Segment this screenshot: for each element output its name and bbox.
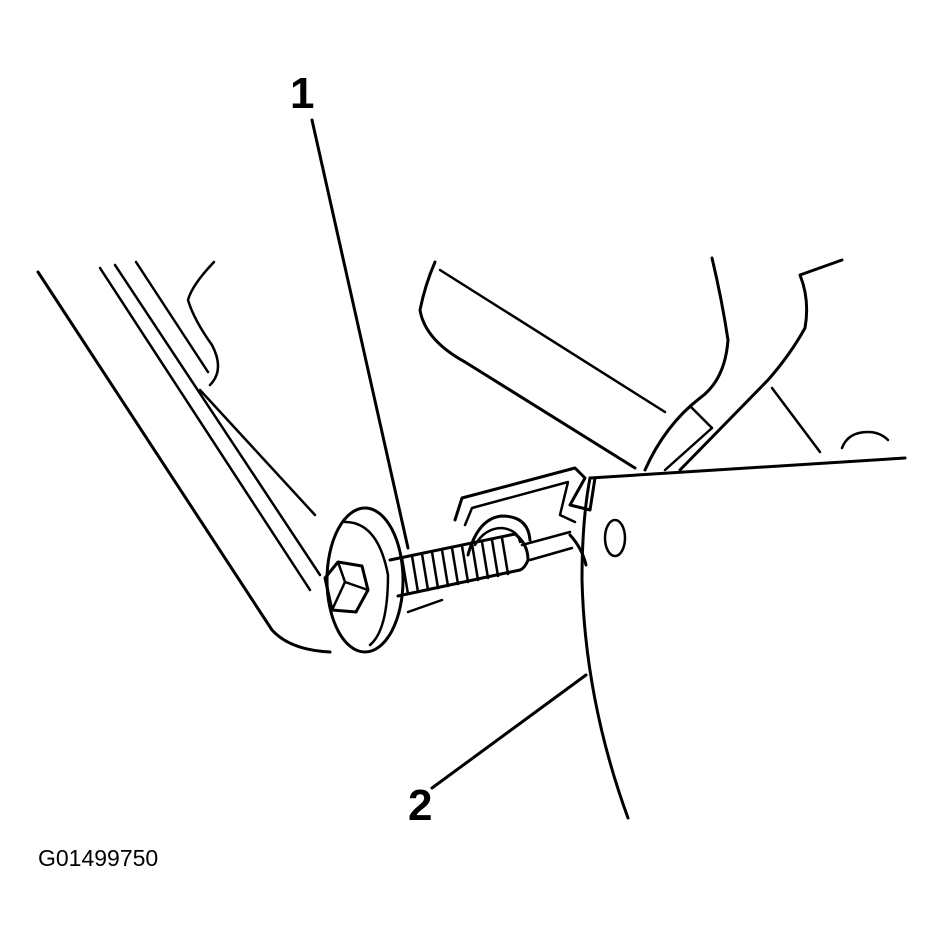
figure-id: G01499750 bbox=[38, 845, 158, 871]
leader-line-2 bbox=[430, 673, 588, 790]
panel-hole bbox=[603, 518, 627, 558]
bolt-threads bbox=[400, 536, 510, 596]
upper-structure bbox=[418, 256, 890, 472]
bolt-shank bbox=[388, 532, 530, 598]
mounting-bracket bbox=[453, 466, 597, 562]
left-frame-rail bbox=[36, 260, 332, 654]
bolt bbox=[323, 506, 530, 654]
panel bbox=[568, 456, 907, 820]
leader-line-1 bbox=[310, 118, 410, 550]
callout-1: 1 bbox=[290, 69, 314, 118]
callout-2: 2 bbox=[408, 781, 432, 830]
bolt-washer bbox=[325, 506, 405, 654]
